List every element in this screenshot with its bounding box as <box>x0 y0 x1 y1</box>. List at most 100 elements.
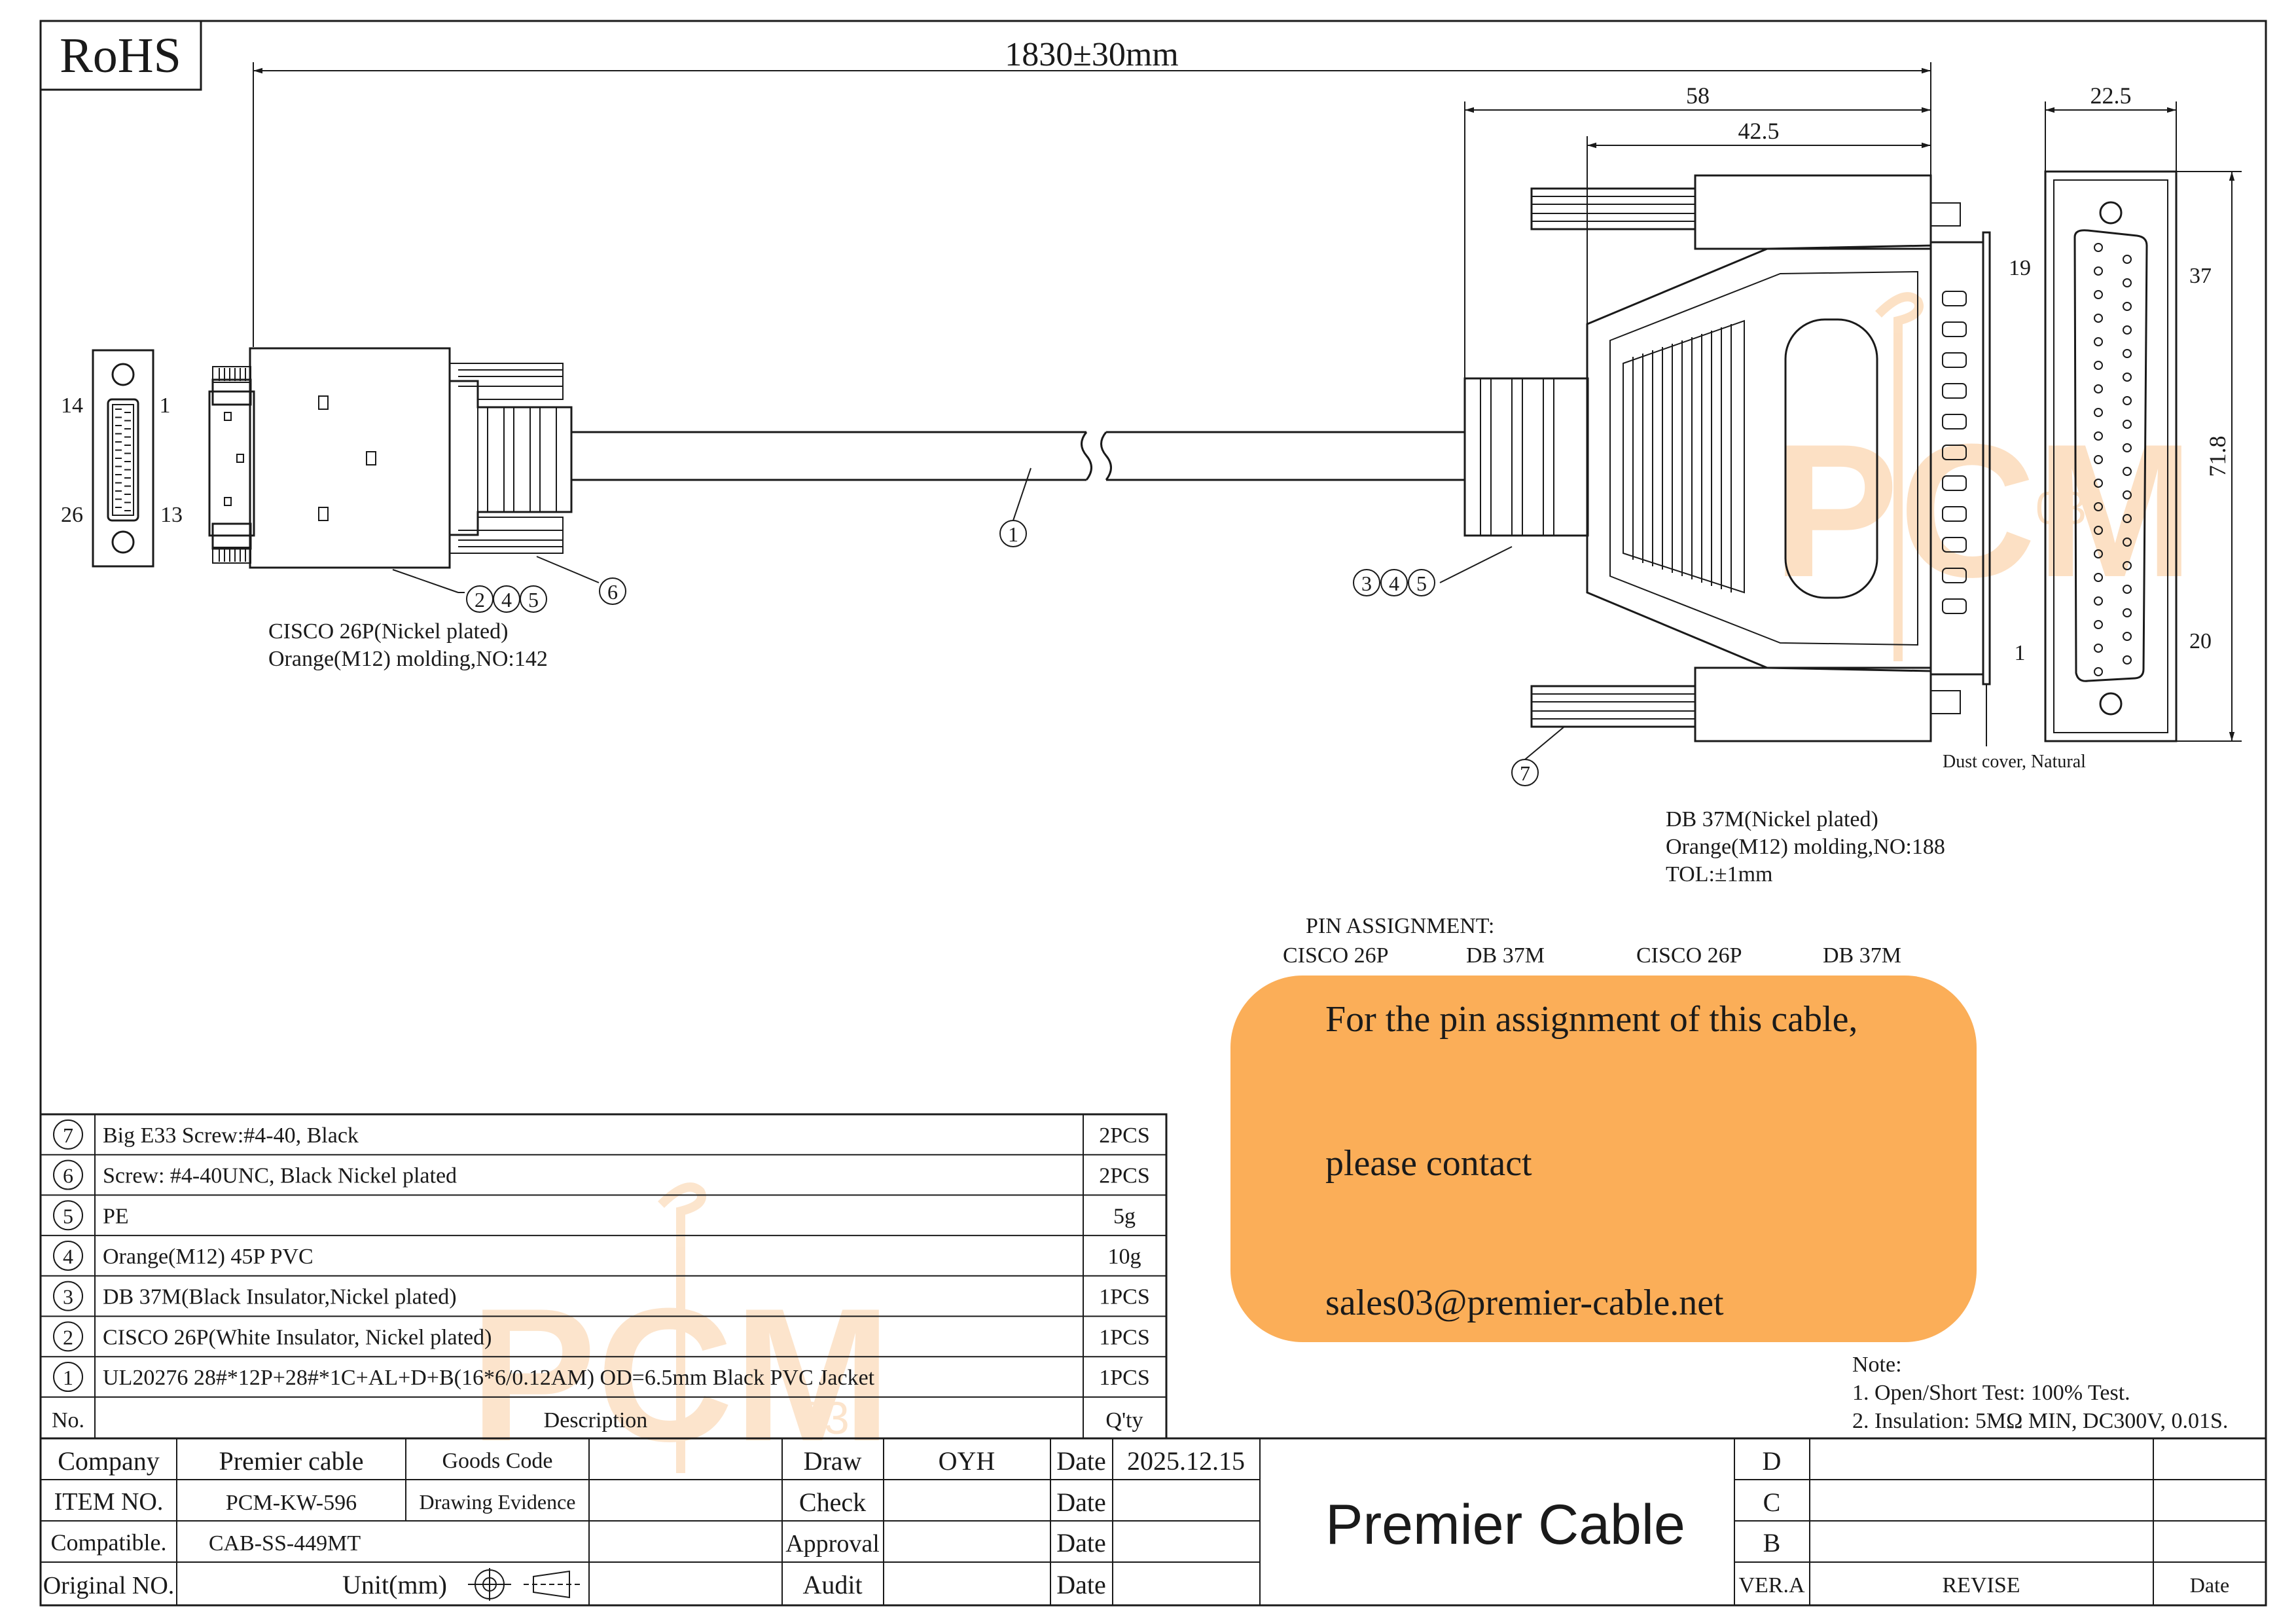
notice-line-1: For the pin assignment of this cable, <box>1325 999 1857 1040</box>
dimension-42-5-label: 42.5 <box>1738 118 1780 144</box>
draw-value: OYH <box>939 1446 996 1476</box>
company-value: Premier cable <box>219 1446 364 1476</box>
shell-slot <box>1942 445 1967 460</box>
db-pin <box>2123 278 2132 287</box>
db-pin <box>2094 644 2103 653</box>
svg-text:2: 2 <box>475 588 485 611</box>
cisco-26p-side-view <box>208 347 573 569</box>
shell-slot <box>1942 383 1967 399</box>
bom-item-description: Orange(M12) 45P PVC <box>103 1245 314 1269</box>
bom-item-qty: 1PCS <box>1099 1285 1150 1309</box>
db-pin <box>2094 573 2103 582</box>
db-pin <box>2094 290 2103 299</box>
bom-item-description: Screw: #4-40UNC, Black Nickel plated <box>103 1164 457 1188</box>
company-label: Company <box>58 1446 160 1476</box>
left-connector-line2: Orange(M12) molding,NO:142 <box>268 647 548 671</box>
callout-7: 7 <box>1511 726 1565 786</box>
svg-text:5: 5 <box>528 588 539 611</box>
db-pin <box>2123 585 2132 594</box>
pcm-watermark-bom: PCM 03 <box>470 1182 891 1481</box>
date-label-1: Date <box>1056 1446 1106 1476</box>
db-pin <box>2094 526 2103 535</box>
revision-date-label: Date <box>2190 1573 2229 1597</box>
db-pin <box>2123 561 2132 570</box>
bom-header-description: Description <box>544 1408 648 1432</box>
shell-slot <box>1942 537 1967 553</box>
bom-item-qty: 10g <box>1108 1245 1141 1269</box>
db-pin <box>2094 667 2103 676</box>
dimension-58-label: 58 <box>1686 82 1710 109</box>
bom-item-number-circle <box>53 1281 83 1311</box>
svg-text:03: 03 <box>2036 483 2087 534</box>
svg-text:7: 7 <box>1520 761 1530 785</box>
date-label-2: Date <box>1056 1487 1106 1517</box>
svg-text:4: 4 <box>501 588 512 611</box>
db-pin-37-label: 37 <box>2189 264 2212 288</box>
bom-header-qty: Q'ty <box>1105 1408 1143 1432</box>
audit-label: Audit <box>802 1570 862 1599</box>
notice-email: sales03@premier-cable.net <box>1325 1283 1724 1323</box>
draw-date-value: 2025.12.15 <box>1127 1446 1245 1476</box>
bom-item-description: DB 37M(Black Insulator,Nickel plated) <box>103 1285 457 1309</box>
cisco-pin-1-label: 1 <box>160 393 171 418</box>
db-pin <box>2123 467 2132 476</box>
shell-slot <box>1942 321 1967 337</box>
db-pin <box>2094 479 2103 488</box>
callout-6: 6 <box>536 556 626 605</box>
db-pin-19-label: 19 <box>2009 256 2031 280</box>
db-pin <box>2094 502 2103 511</box>
db-pin <box>2094 243 2103 252</box>
cisco-26p-front-view: 14 1 26 13 <box>61 349 183 568</box>
cable-jacket <box>571 431 1465 481</box>
db-pin <box>2094 314 2103 323</box>
db-pin <box>2123 490 2132 500</box>
bom-item-number: 5 <box>63 1204 73 1228</box>
brand-name: Premier Cable <box>1325 1493 1685 1556</box>
db-pin <box>2094 408 2103 417</box>
db-pin <box>2123 349 2132 358</box>
item-no-label: ITEM NO. <box>54 1488 164 1516</box>
db-pin <box>2094 620 2103 629</box>
rohs-box <box>39 20 202 91</box>
version-label: VER.A <box>1738 1573 1805 1597</box>
bom-item-description: UL20276 28#*12P+28#*1C+AL+D+B(16*6/0.12A… <box>103 1366 875 1390</box>
date-label-3: Date <box>1056 1528 1106 1558</box>
rohs-label: RoHS <box>60 28 181 83</box>
db-pin <box>2123 655 2132 665</box>
revision-b: B <box>1763 1528 1781 1558</box>
pin-assignment-col-3: CISCO 26P <box>1636 943 1742 968</box>
right-connector-line2: Orange(M12) molding,NO:188 <box>1666 835 1945 859</box>
db-pin <box>2123 255 2132 264</box>
bom-item-number-circle <box>53 1119 83 1150</box>
notice-line-2: please contact <box>1325 1143 1532 1184</box>
compatible-value: CAB-SS-449MT <box>209 1531 361 1556</box>
shell-slot <box>1942 598 1967 614</box>
cisco-pin-14-label: 14 <box>61 393 83 418</box>
db-pin <box>2123 420 2132 429</box>
svg-text:3: 3 <box>1361 572 1372 595</box>
bom-item-qty: 2PCS <box>1099 1123 1150 1148</box>
bom-item-number: 4 <box>63 1245 73 1268</box>
db-pin <box>2123 396 2132 405</box>
note-title: Note: <box>1852 1353 1902 1377</box>
db-pin <box>2123 632 2132 641</box>
callout-3-4-5-right: 3 4 5 <box>1353 546 1513 596</box>
svg-text:4: 4 <box>1389 572 1399 595</box>
db-pin <box>2094 384 2103 393</box>
callout-1: 1 <box>999 467 1031 547</box>
callout-2-4-5-left: 2 4 5 <box>392 569 547 613</box>
svg-text:PCM: PCM <box>470 1269 891 1481</box>
note-1: 1. Open/Short Test: 100% Test. <box>1852 1381 2130 1405</box>
bom-item-qty: 5g <box>1113 1204 1136 1228</box>
dimension-22-5-label: 22.5 <box>2090 82 2132 109</box>
db-pin <box>2123 373 2132 382</box>
revision-c: C <box>1763 1487 1781 1517</box>
bom-row: 3 DB 37M(Black Insulator,Nickel plated) 1P… <box>53 1281 1150 1311</box>
bom-item-number: 3 <box>63 1285 73 1309</box>
db-pin <box>2123 443 2132 452</box>
check-label: Check <box>799 1487 866 1517</box>
